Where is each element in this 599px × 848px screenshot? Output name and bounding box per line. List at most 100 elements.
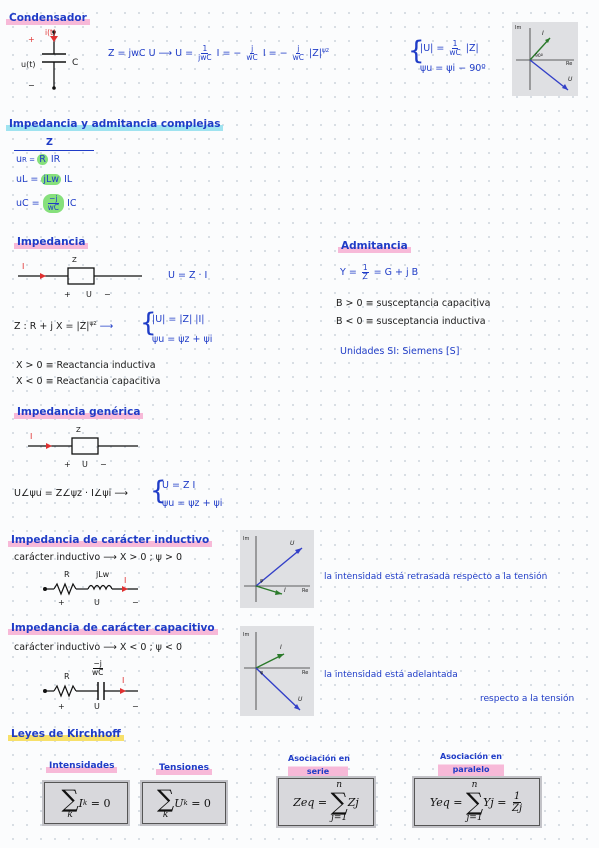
- generic-u-label: U: [82, 460, 88, 469]
- paralelo-heading: Asociación en paralelo: [438, 750, 504, 776]
- generic-result-2: ψu = ψz + ψi: [162, 498, 223, 509]
- eq-text: |Z|: [462, 43, 479, 54]
- capacitive-phasor-diagram: Im Re I U φ: [240, 626, 314, 716]
- numerator: j: [296, 44, 301, 54]
- generic-plus: +: [64, 460, 71, 469]
- rl-r-label: R: [64, 570, 70, 579]
- impedance-brace: {: [140, 310, 157, 336]
- formula-term: Yj =: [483, 795, 511, 809]
- generic-i-label: I: [30, 432, 33, 441]
- im-axis-label: Im: [515, 25, 522, 31]
- u-phasor-label: U: [290, 540, 295, 547]
- subscript: k: [83, 799, 88, 807]
- denominator: wC: [292, 53, 304, 62]
- formula-term: I: [78, 796, 84, 810]
- exponent: ψz: [321, 46, 330, 54]
- si-units: Unidades SI: Siemens [S]: [340, 346, 460, 357]
- inductivo-title: Impedancia de carácter inductivo: [8, 534, 213, 547]
- rl-circuit-diagram: [43, 582, 138, 596]
- rl-minus: −: [132, 598, 139, 607]
- eq-text: Z : R + j X = |Z|: [14, 321, 90, 333]
- sum-limit: k: [67, 809, 73, 820]
- eq-text: uL =: [16, 174, 42, 185]
- eq-text: |U| =: [420, 43, 448, 54]
- formula-rhs: = 0: [87, 796, 111, 810]
- series-formula: Zeq = n∑j=1 Zj: [278, 778, 374, 826]
- rl-u-label: U: [94, 598, 100, 607]
- exponent: ψz: [89, 320, 97, 327]
- eq-text: Z = jwC U ⟶ U =: [108, 48, 197, 59]
- brace-icon: {: [140, 308, 157, 338]
- rc-i-label: I: [122, 676, 125, 685]
- condensador-title: Condensador: [6, 12, 90, 25]
- denominator: Zj: [512, 802, 523, 814]
- re-axis-label: Re: [302, 588, 309, 594]
- divider: [14, 150, 94, 151]
- impedance-i-label: I: [22, 262, 25, 271]
- numerator: 1: [451, 39, 459, 49]
- generic-brace: {: [150, 478, 167, 504]
- sum-lower: j=1: [331, 813, 348, 823]
- eq-text: Y =: [340, 267, 360, 278]
- u-phasor-label: U: [568, 76, 573, 83]
- capacitor-current-label: i(t): [45, 28, 56, 37]
- impedancia-compleja-title: Impedancia y admitancia complejas: [6, 118, 224, 131]
- denominator: Z: [362, 272, 368, 281]
- sum-symbol: n∑j=1: [465, 780, 484, 823]
- eq-text: IR: [50, 154, 61, 165]
- paralelo-heading-line-1: Asociación en: [440, 752, 502, 761]
- eq-text: I = −: [259, 48, 291, 59]
- rl-i-label: I: [124, 576, 127, 585]
- sum-limit: k: [162, 809, 169, 820]
- x-negative: X < 0 ≡ Reactancia capacitiva: [16, 376, 161, 387]
- impedance-result-1: |U| = |Z| |I|: [152, 314, 205, 325]
- inductive-note: la intensidad está retrasada respecto a …: [324, 572, 548, 582]
- eq-text: = G + j B: [370, 267, 419, 278]
- capacitivo-title: Impedancia de carácter capacitivo: [8, 622, 218, 635]
- impedancia-title: Impedancia: [14, 236, 89, 249]
- generic-result-1: U = Z I: [162, 480, 196, 491]
- sum-upper: n: [336, 780, 343, 790]
- capacitor-circuit-diagram: + −: [28, 30, 66, 90]
- angle-label: φ: [260, 578, 264, 584]
- sum-symbol: ∑k: [61, 784, 79, 820]
- i-phasor-label: I: [280, 644, 282, 651]
- z-definition: Z : R + j X = |Z|ψz ⟶: [14, 320, 113, 332]
- capacitor-c-label: C: [72, 58, 79, 68]
- rc-r-label: R: [64, 672, 70, 681]
- re-axis-label: Re: [302, 670, 309, 676]
- svg-text:−: −: [28, 81, 35, 90]
- sum-lower: j=1: [466, 813, 483, 823]
- denominator: wC: [92, 668, 104, 677]
- denominator: jwC: [198, 53, 212, 62]
- eq-text: |Z|: [305, 48, 322, 59]
- inductive-condition: carácter inductivo ⟶ X > 0 ; ψ > 0: [14, 552, 182, 563]
- denominator: wC: [449, 48, 461, 57]
- rc-u-label: U: [94, 702, 100, 711]
- re-axis-label: Re: [566, 61, 573, 67]
- relation-l: uL = jLw IL: [16, 174, 72, 185]
- paralelo-heading-line-2: paralelo: [452, 765, 490, 774]
- impedance-minus: −: [104, 290, 111, 299]
- brace-icon: {: [408, 36, 425, 66]
- z-label: Z: [46, 137, 53, 148]
- angle-label: φ: [260, 670, 264, 676]
- numerator: −j: [48, 194, 59, 204]
- phasor-svg: [244, 536, 310, 602]
- b-negative: B < 0 ≡ susceptancia inductiva: [336, 316, 486, 327]
- relation-r: uR = R IR: [16, 154, 60, 165]
- kirchhoff-title: Leyes de Kirchhoff: [8, 728, 124, 741]
- brace-icon: {: [150, 476, 167, 506]
- phasor-svg: [244, 632, 310, 711]
